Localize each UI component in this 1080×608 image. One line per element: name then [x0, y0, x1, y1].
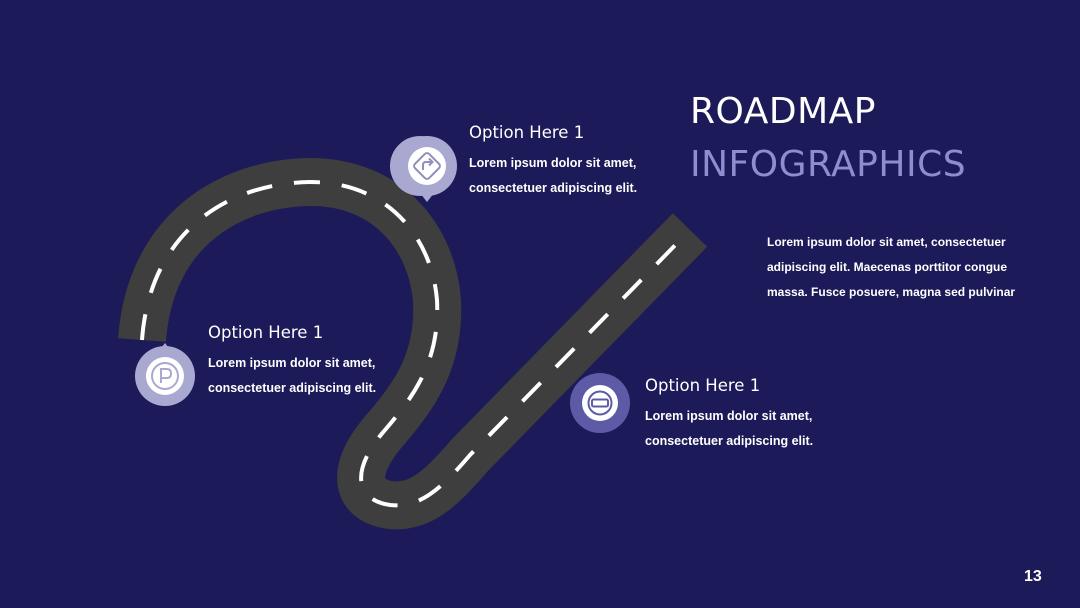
option-text-line: consectetuer adipiscing elit. — [645, 434, 814, 448]
option-marker-right — [570, 373, 630, 433]
option-title-right: Option Here 1 — [645, 376, 761, 395]
intro-line: Lorem ipsum dolor sit amet, consectetuer — [767, 235, 1006, 249]
option-text-line: Lorem ipsum dolor sit amet, — [208, 356, 376, 370]
page-number: 13 — [1024, 568, 1042, 585]
turn-sign-icon — [413, 152, 441, 180]
option-text-line: consectetuer adipiscing elit. — [208, 381, 377, 395]
option-text-left: Lorem ipsum dolor sit amet, consectetuer… — [208, 351, 376, 401]
option-text-line: Lorem ipsum dolor sit amet, — [469, 156, 637, 170]
parking-icon — [151, 362, 179, 390]
road — [118, 158, 708, 530]
option-text-line: consectetuer adipiscing elit. — [469, 181, 638, 195]
title-line-2: INFOGRAPHICS — [690, 144, 967, 185]
no-entry-icon — [587, 390, 613, 416]
title-line-1: ROADMAP — [690, 91, 876, 132]
option-text-top: Lorem ipsum dolor sit amet, consectetuer… — [469, 151, 637, 201]
option-title-left: Option Here 1 — [208, 323, 324, 342]
option-marker-left — [135, 343, 195, 406]
option-title-top: Option Here 1 — [469, 123, 585, 142]
intro-line: adipiscing elit. Maecenas porttitor cong… — [767, 260, 1008, 274]
intro-line: massa. Fusce posuere, magna sed pulvinar — [767, 285, 1016, 299]
intro-paragraph: Lorem ipsum dolor sit amet, consectetuer… — [767, 230, 1057, 305]
option-text-right: Lorem ipsum dolor sit amet, consectetuer… — [645, 404, 813, 454]
option-marker-top — [389, 136, 457, 202]
road-lane-markings — [140, 179, 692, 508]
option-text-line: Lorem ipsum dolor sit amet, — [645, 409, 813, 423]
